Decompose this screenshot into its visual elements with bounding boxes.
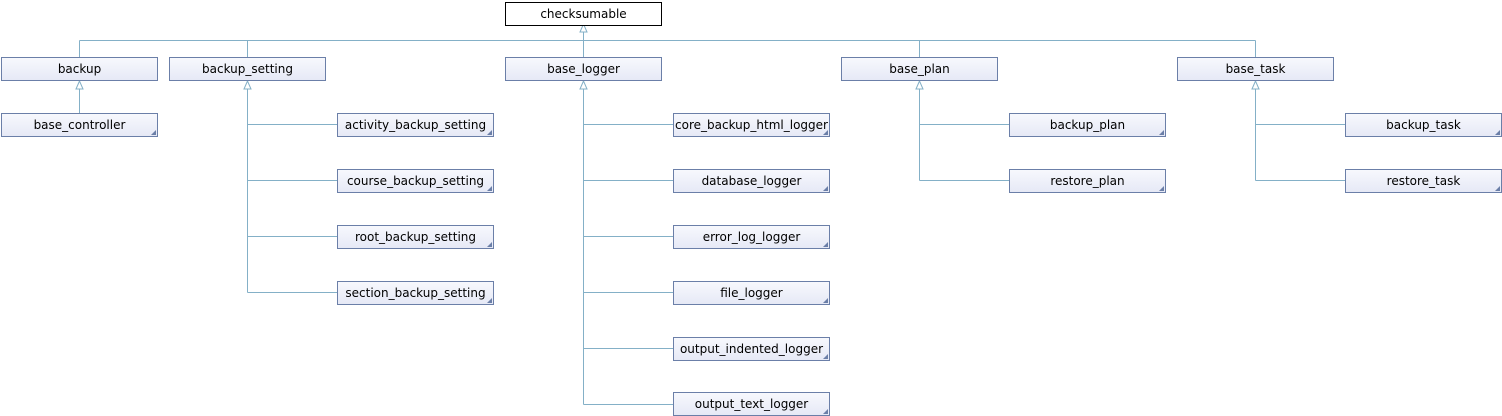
- class-label: output_text_logger: [694, 397, 809, 411]
- class-label: course_backup_setting: [346, 174, 485, 188]
- class-node-backup-task[interactable]: backup_task: [1345, 113, 1502, 137]
- corner-marker: [1159, 186, 1164, 191]
- class-node-base-task[interactable]: base_task: [1177, 57, 1334, 81]
- class-node-output-text-logger[interactable]: output_text_logger: [673, 392, 830, 416]
- arrowhead-base-plan: [915, 79, 924, 90]
- class-label: root_backup_setting: [354, 230, 477, 244]
- arrowhead-base-task: [1251, 79, 1260, 90]
- class-label: backup_setting: [202, 62, 293, 76]
- class-node-backup-plan[interactable]: backup_plan: [1009, 113, 1166, 137]
- corner-marker: [487, 186, 492, 191]
- class-node-course-backup-setting[interactable]: course_backup_setting: [337, 169, 494, 193]
- class-node-file-logger[interactable]: file_logger: [673, 281, 830, 305]
- class-node-error-log-logger[interactable]: error_log_logger: [673, 225, 830, 249]
- class-node-checksumable: checksumable: [505, 2, 662, 26]
- arrowhead-backup-setting: [243, 79, 252, 90]
- class-node-backup[interactable]: backup: [1, 57, 158, 81]
- corner-marker: [1159, 130, 1164, 135]
- class-node-activity-backup-setting[interactable]: activity_backup_setting: [337, 113, 494, 137]
- corner-marker: [823, 409, 828, 414]
- class-label: base_plan: [889, 62, 950, 76]
- class-node-base-plan[interactable]: base_plan: [841, 57, 998, 81]
- class-label: file_logger: [720, 286, 783, 300]
- corner-marker: [823, 242, 828, 247]
- class-label: backup: [57, 62, 102, 76]
- arrowhead-base-logger: [579, 79, 588, 90]
- arrowhead-backup: [75, 79, 84, 90]
- class-label: base_logger: [547, 62, 620, 76]
- class-label: backup_plan: [1049, 118, 1126, 132]
- class-node-section-backup-setting[interactable]: section_backup_setting: [337, 281, 494, 305]
- class-label: core_backup_html_logger: [675, 118, 828, 132]
- corner-marker: [823, 298, 828, 303]
- class-node-root-backup-setting[interactable]: root_backup_setting: [337, 225, 494, 249]
- corner-marker: [823, 354, 828, 359]
- corner-marker: [151, 130, 156, 135]
- corner-marker: [823, 186, 828, 191]
- class-label: error_log_logger: [702, 230, 801, 244]
- class-node-restore-plan[interactable]: restore_plan: [1009, 169, 1166, 193]
- class-label: output_indented_logger: [679, 342, 824, 356]
- class-label: restore_plan: [1050, 174, 1125, 188]
- class-node-base-logger[interactable]: base_logger: [505, 57, 662, 81]
- corner-marker: [823, 130, 828, 135]
- class-node-restore-task[interactable]: restore_task: [1345, 169, 1502, 193]
- class-node-core-backup-html-logger[interactable]: core_backup_html_logger: [673, 113, 830, 137]
- class-node-output-indented-logger[interactable]: output_indented_logger: [673, 337, 830, 361]
- class-label: restore_task: [1386, 174, 1461, 188]
- class-node-base-controller[interactable]: base_controller: [1, 113, 158, 137]
- corner-marker: [487, 298, 492, 303]
- class-label: database_logger: [701, 174, 802, 188]
- corner-marker: [1495, 186, 1500, 191]
- corner-marker: [487, 242, 492, 247]
- class-label: checksumable: [540, 7, 627, 21]
- class-node-database-logger[interactable]: database_logger: [673, 169, 830, 193]
- class-label: backup_task: [1386, 118, 1461, 132]
- corner-marker: [487, 130, 492, 135]
- class-label: section_backup_setting: [345, 286, 486, 300]
- class-label: activity_backup_setting: [344, 118, 487, 132]
- class-label: base_controller: [33, 118, 126, 132]
- class-node-backup-setting[interactable]: backup_setting: [169, 57, 326, 81]
- corner-marker: [1495, 130, 1500, 135]
- class-label: base_task: [1225, 62, 1286, 76]
- arrowhead-checksumable: [579, 22, 588, 33]
